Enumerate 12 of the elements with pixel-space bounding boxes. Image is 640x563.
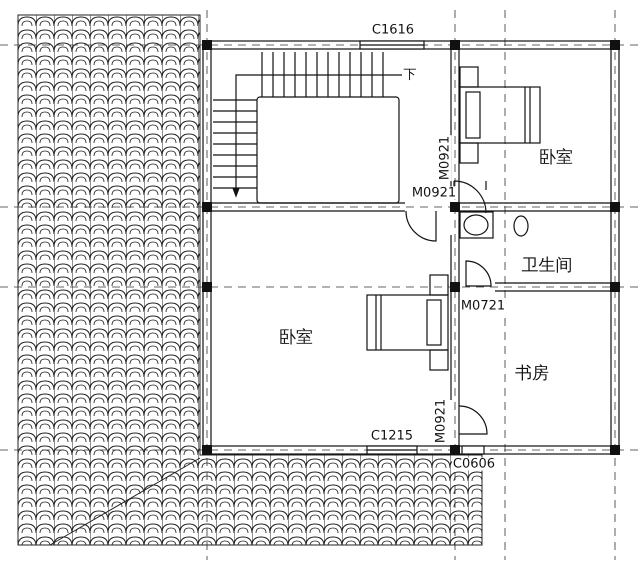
opening-label: C1215	[370, 430, 414, 442]
room-label: 卧室	[538, 150, 574, 166]
opening-label: M0921	[438, 134, 452, 182]
room-label: 书房	[514, 366, 550, 382]
opening-label: M0921	[434, 398, 448, 444]
opening-label: M0921	[410, 186, 458, 200]
room-label: 卧室	[278, 330, 314, 346]
opening-label: C0606	[452, 458, 496, 470]
room-label: 卫生间	[520, 258, 574, 274]
opening-label: M0721	[460, 300, 506, 312]
opening-label: C1616	[370, 24, 416, 36]
opening-label: 下	[402, 68, 418, 82]
